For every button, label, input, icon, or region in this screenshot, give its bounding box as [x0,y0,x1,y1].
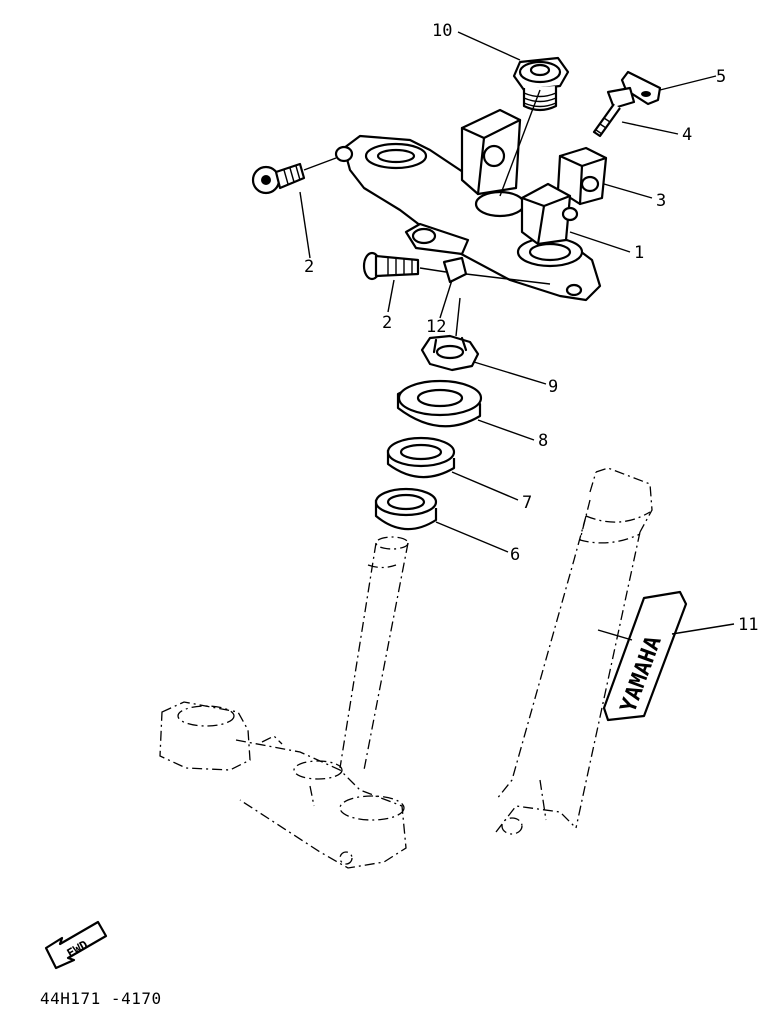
part-10-stem-cap-bolt [512,56,570,112]
part-2-upper-bolt [251,162,306,195]
drawing-code: 44H171 -4170 [40,989,162,1008]
callout-5: 5 [716,67,726,87]
fwd-arrow-icon: FWD [44,920,108,970]
part-9-ring-nut [420,334,480,372]
part-8-bearing-cover [396,379,483,428]
front-fork-phantom [495,467,653,835]
callout-1: 1 [634,243,644,263]
callout-labels: 10 5 4 3 1 2 2 12 9 8 7 6 11 [304,21,758,635]
part-7-upper-bearing [386,436,456,479]
part-11-yamaha-emblem: YAMAHA [602,590,688,722]
part-4-pinch-bolt [592,86,636,138]
callout-8: 8 [538,431,548,451]
callout-10: 10 [432,21,452,41]
part-3-holder-cap [556,146,608,206]
callout-4: 4 [682,125,692,145]
callout-3: 3 [656,191,666,211]
under-bracket-phantom [159,536,409,869]
callout-6: 6 [510,545,520,565]
callout-11: 11 [738,615,758,635]
callout-9: 9 [548,377,558,397]
callout-12: 12 [426,317,446,337]
callout-2-upper: 2 [304,257,314,277]
callout-7: 7 [522,493,532,513]
part-2-lower-bolt [362,251,420,281]
part-1-upper-bracket [334,108,602,302]
callout-2-lower: 2 [382,313,392,333]
part-6-lower-bearing [374,487,438,531]
leader-lines [299,31,735,641]
